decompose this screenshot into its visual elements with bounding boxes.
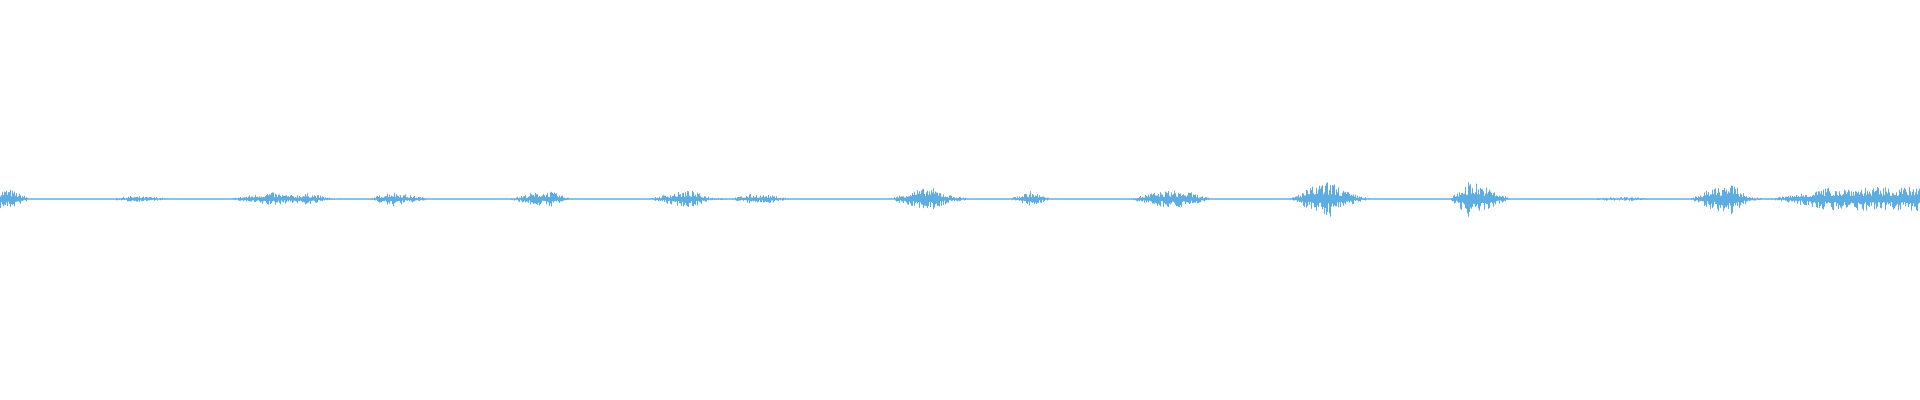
waveform-segment [560, 195, 580, 202]
waveform-segment [100, 198, 120, 201]
waveform-segment [1520, 198, 1540, 200]
waveform-segment [980, 198, 1000, 200]
waveform-segment [480, 198, 500, 200]
waveform-segment [1320, 182, 1340, 217]
waveform-segment [1080, 198, 1100, 200]
waveform-segment [240, 194, 260, 202]
waveform-segment [820, 198, 840, 200]
waveform-segment [1160, 190, 1180, 208]
waveform-segment [20, 195, 40, 204]
waveform-segment [1440, 192, 1460, 204]
waveform-segment [1640, 197, 1660, 201]
waveform-segment [1620, 197, 1640, 201]
waveform-segment [540, 191, 560, 207]
waveform-segment [620, 198, 640, 200]
waveform-segment [960, 197, 980, 201]
waveform-segment [1740, 193, 1760, 206]
waveform-segment [1680, 196, 1700, 203]
waveform-segment [280, 195, 300, 205]
waveform-segment [1400, 198, 1420, 200]
waveform-segment [160, 197, 180, 201]
waveform-segment [1820, 187, 1840, 211]
waveform-segment [1540, 198, 1560, 200]
waveform-segment [1000, 196, 1020, 201]
waveform-segment [120, 196, 140, 202]
waveform-segment [1600, 197, 1620, 201]
waveform-segment [600, 198, 620, 200]
waveform-segment [320, 195, 340, 202]
waveform-segment [1500, 195, 1520, 203]
waveform-segment [200, 198, 220, 200]
waveform-segment [700, 196, 720, 204]
waveform-segment [1040, 196, 1060, 203]
waveform-segment [1860, 187, 1880, 211]
waveform-segment [140, 196, 160, 202]
waveform-segment [1380, 198, 1400, 200]
waveform-segment [40, 198, 60, 200]
waveform-segment [1900, 187, 1920, 211]
waveform-segment [460, 198, 480, 200]
waveform-segment [380, 192, 400, 207]
waveform-segment [860, 198, 880, 200]
waveform-segment [640, 196, 660, 202]
waveform-segment [60, 198, 80, 200]
waveform-segment [1840, 189, 1860, 211]
waveform-segment [1780, 195, 1800, 204]
waveform-segment [0, 189, 20, 209]
waveform-segment [180, 198, 200, 200]
waveform-segment [1060, 198, 1080, 200]
waveform-segment [1760, 197, 1780, 201]
waveform-segment [1300, 185, 1320, 211]
waveform-segment [260, 192, 280, 205]
waveform-segment [740, 194, 760, 204]
waveform-segment [1140, 192, 1160, 206]
waveform-segment [340, 198, 360, 200]
waveform-segment [360, 195, 380, 203]
waveform-segment [800, 198, 820, 200]
waveform-segment [680, 190, 700, 207]
waveform-segment [1280, 194, 1300, 203]
waveform-segment [400, 194, 420, 205]
waveform-segment [1660, 198, 1680, 200]
waveform-segment [1360, 196, 1380, 202]
waveform-segment [1220, 198, 1240, 200]
waveform-segment [580, 198, 600, 200]
waveform-segment [1240, 198, 1260, 200]
waveform-segment [1100, 198, 1120, 200]
waveform-segment [840, 198, 860, 200]
waveform-segment [920, 188, 940, 209]
waveform-segment [660, 192, 680, 206]
waveform-segment [1720, 185, 1740, 215]
waveform-segment [300, 193, 320, 205]
waveform-segment [80, 198, 100, 200]
waveform-segment [1480, 187, 1500, 210]
waveform-segment [1420, 198, 1440, 200]
waveform-segment [1020, 191, 1040, 206]
waveform-segment [1260, 198, 1280, 200]
waveform-segment [1560, 198, 1580, 200]
waveform-segment [880, 195, 900, 203]
waveform-segment [1580, 198, 1600, 201]
waveform-segment [760, 195, 780, 203]
waveform-segment [420, 197, 440, 201]
waveform-segment [1340, 191, 1360, 207]
waveform-segment [1460, 182, 1480, 217]
waveform-segment [1800, 191, 1820, 209]
waveform-segment [900, 190, 920, 208]
waveform-segment [1180, 192, 1200, 207]
waveform-segment [1700, 188, 1720, 211]
waveform-segment [220, 197, 240, 201]
waveform-segment [500, 196, 520, 202]
waveform-segment [940, 193, 960, 206]
waveform-segment [720, 197, 740, 201]
waveform-segment [1880, 187, 1900, 211]
waveform-segment [1200, 196, 1220, 203]
waveform-segment [520, 192, 540, 206]
waveform-segment [1120, 197, 1140, 202]
waveform-segment [440, 198, 460, 200]
waveform-segment [780, 197, 800, 201]
